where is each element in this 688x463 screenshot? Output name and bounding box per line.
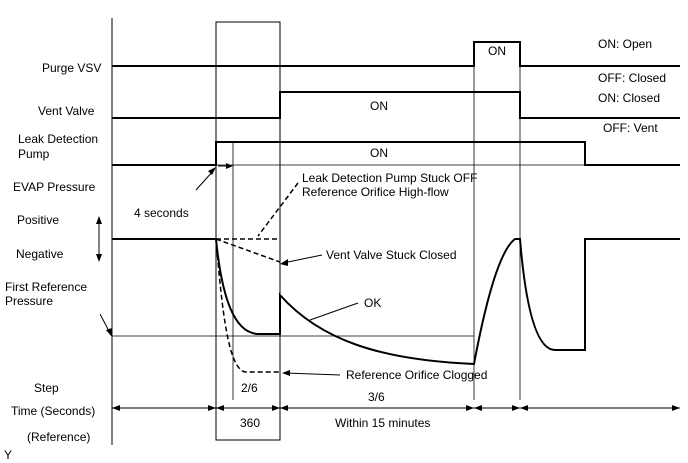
pump-signal <box>112 141 680 166</box>
four-sec-arrowhead-left <box>208 167 216 175</box>
label-evap-pressure: EVAP Pressure <box>13 180 96 194</box>
vent-on-label: ON <box>370 99 388 113</box>
time-arrow-10 <box>672 405 680 411</box>
time-360-label: 360 <box>240 416 260 430</box>
time-arrow-5 <box>280 405 288 411</box>
label-reference: (Reference) <box>27 430 90 444</box>
time-within-15-label: Within 15 minutes <box>335 416 430 430</box>
label-positive: Positive <box>17 213 59 227</box>
vent-stuck-arrowhead <box>280 259 288 266</box>
purge-vsv-signal <box>112 41 680 67</box>
pressure-down-arrowhead <box>96 254 102 262</box>
ok-pointer <box>309 302 359 321</box>
footnote-y: Y <box>4 448 12 462</box>
label-vent-valve: Vent Valve <box>38 104 95 118</box>
vent-stuck-dashed <box>215 238 281 263</box>
label-leak-detection-2: Pump <box>18 147 50 161</box>
pump-on-label: ON <box>370 146 388 160</box>
purge-closed-label: OFF: Closed <box>598 71 666 85</box>
first-ref-arrowhead <box>106 328 112 337</box>
stuck-off-label-1: Leak Detection Pump Stuck OFF <box>302 171 477 185</box>
step-2-label: 2/6 <box>241 381 258 395</box>
evap-ok-curve <box>112 238 680 366</box>
time-arrow-7 <box>474 405 482 411</box>
label-leak-detection-1: Leak Detection <box>18 132 98 146</box>
time-arrow-4 <box>272 405 280 411</box>
purge-on-label: ON <box>488 44 506 58</box>
orifice-clogged-label: Reference Orifice Clogged <box>346 368 487 382</box>
purge-open-label: ON: Open <box>598 37 652 51</box>
four-seconds-label: 4 seconds <box>134 206 189 220</box>
label-negative: Negative <box>16 247 64 261</box>
label-first-reference-1: First Reference <box>5 280 87 294</box>
label-first-reference-2: Pressure <box>5 294 53 308</box>
label-time-seconds: Time (Seconds) <box>11 404 95 418</box>
stuck-off-pointer <box>257 182 299 237</box>
stuck-off-label-2: Reference Orifice High-flow <box>302 185 449 199</box>
vent-stuck-pointer <box>282 254 323 264</box>
time-arrow-1 <box>112 405 120 411</box>
vent-vent-label: OFF: Vent <box>603 121 658 135</box>
label-purge-vsv: Purge VSV <box>42 61 101 75</box>
vent-stuck-label: Vent Valve Stuck Closed <box>326 248 457 262</box>
step-3-label: 3/6 <box>368 390 385 404</box>
vent-valve-signal <box>112 91 680 119</box>
time-arrow-8 <box>512 405 520 411</box>
ok-label: OK <box>364 296 381 310</box>
time-arrow-6 <box>466 405 474 411</box>
label-step: Step <box>34 381 59 395</box>
four-sec-arrowhead-right <box>226 163 233 169</box>
pressure-up-arrowhead <box>96 216 102 224</box>
clogged-arrowhead <box>282 370 290 376</box>
orifice-clogged-dashed <box>215 238 280 373</box>
step2-box <box>215 21 281 441</box>
vent-closed-label: ON: Closed <box>598 91 660 105</box>
time-arrow-2 <box>208 405 216 411</box>
time-arrow-3 <box>216 405 224 411</box>
clogged-pointer <box>284 372 341 376</box>
time-arrow-9 <box>520 405 528 411</box>
